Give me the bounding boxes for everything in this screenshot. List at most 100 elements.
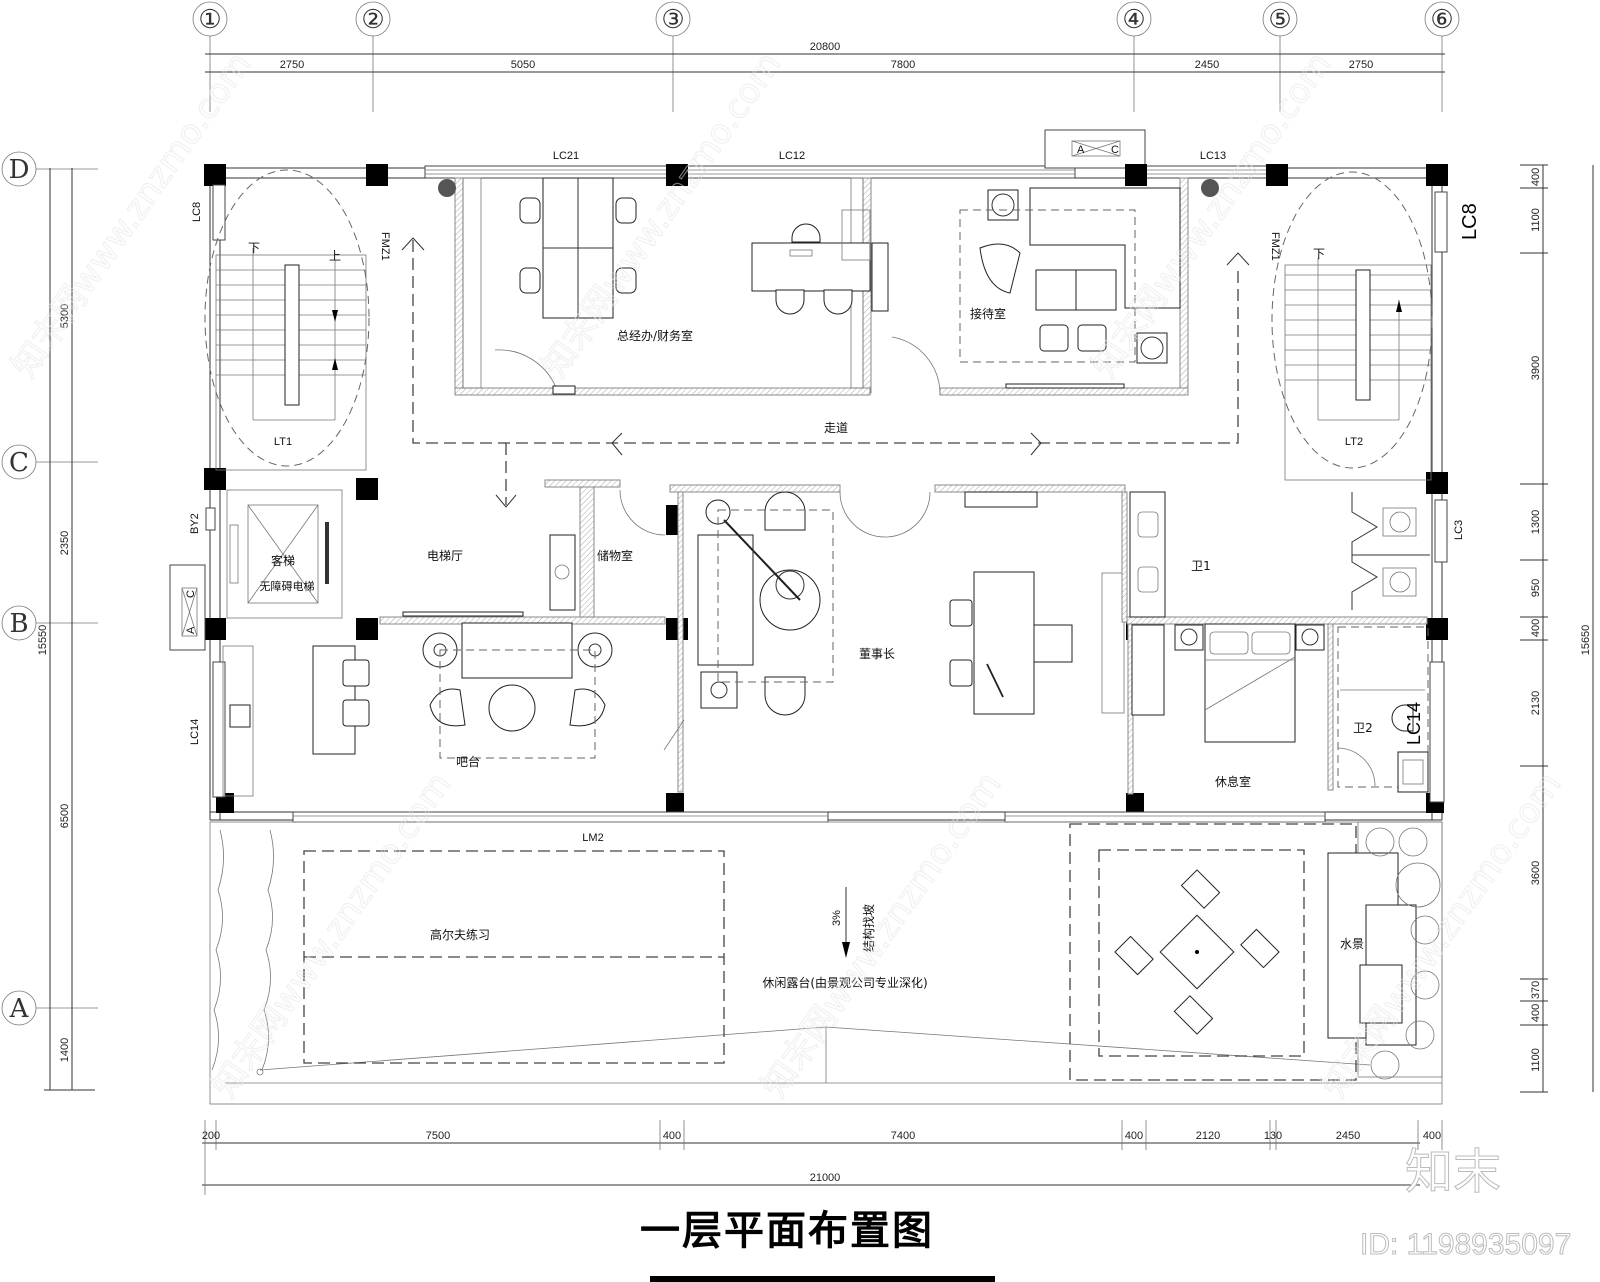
svg-text:①: ① bbox=[198, 5, 221, 35]
window-lc14-right bbox=[1429, 661, 1445, 803]
area-golf: 高尔夫练习 bbox=[303, 850, 725, 1064]
svg-text:400: 400 bbox=[1125, 1130, 1143, 1142]
svg-text:下: 下 bbox=[248, 241, 260, 255]
svg-text:1100: 1100 bbox=[1530, 1048, 1542, 1072]
svg-text:④: ④ bbox=[1122, 5, 1145, 35]
svg-text:休闲露台(由景观公司专业深化): 休闲露台(由景观公司专业深化) bbox=[762, 975, 927, 990]
axis-bubble-3: ③ bbox=[655, 1, 691, 112]
plant-icon bbox=[438, 179, 456, 197]
svg-text:5050: 5050 bbox=[511, 59, 535, 71]
svg-text:无障碍电梯: 无障碍电梯 bbox=[260, 579, 315, 593]
axis-bubble-6: ⑥ bbox=[1424, 1, 1460, 112]
svg-text:130: 130 bbox=[1264, 1130, 1282, 1142]
svg-text:LC8: LC8 bbox=[1459, 203, 1481, 240]
svg-text:LT1: LT1 bbox=[274, 436, 292, 448]
svg-text:总经办/财务室: 总经办/财务室 bbox=[617, 328, 693, 343]
svg-text:3900: 3900 bbox=[1530, 356, 1542, 380]
svg-text:卫1: 卫1 bbox=[1191, 559, 1211, 573]
svg-text:休息室: 休息室 bbox=[1215, 774, 1251, 789]
axis-bubble-b: B bbox=[1, 605, 98, 641]
svg-text:400: 400 bbox=[1423, 1130, 1441, 1142]
right-dimensions: 400 1100 3900 1300 950 400 2130 3600 370… bbox=[1520, 164, 1594, 1093]
svg-text:200: 200 bbox=[202, 1130, 220, 1142]
svg-text:5300: 5300 bbox=[59, 304, 71, 328]
svg-text:400: 400 bbox=[1530, 619, 1542, 637]
left-dimensions: 15550 5300 2350 6500 1400 bbox=[37, 168, 95, 1091]
ac-unit-top: A C bbox=[1044, 129, 1146, 169]
svg-text:21000: 21000 bbox=[810, 1172, 841, 1184]
svg-text:1100: 1100 bbox=[1530, 208, 1542, 232]
area-water-feature: 水景 bbox=[1327, 821, 1443, 1080]
svg-text:3%: 3% bbox=[831, 910, 843, 926]
room-wc2: 卫2 LC14 bbox=[1337, 626, 1429, 793]
room-elevator-hall: 客梯 无障碍电梯 电梯厅 储物室 bbox=[226, 479, 666, 625]
svg-text:3600: 3600 bbox=[1530, 861, 1542, 885]
window-lc8-right: LC8 bbox=[1434, 191, 1481, 253]
svg-text:7400: 7400 bbox=[891, 1130, 915, 1142]
room-reception: 接待室 bbox=[891, 177, 1189, 396]
svg-text:7800: 7800 bbox=[891, 59, 915, 71]
svg-text:D: D bbox=[9, 155, 30, 185]
svg-text:370: 370 bbox=[1530, 981, 1542, 999]
svg-text:LT2: LT2 bbox=[1345, 436, 1363, 448]
svg-text:15550: 15550 bbox=[37, 625, 49, 656]
drawing-title: 一层平面布置图 bbox=[640, 1208, 934, 1254]
svg-text:2350: 2350 bbox=[59, 531, 71, 555]
ac-unit-left: A C bbox=[169, 564, 206, 651]
svg-text:A: A bbox=[1077, 144, 1085, 156]
svg-text:FMZ1: FMZ1 bbox=[1269, 232, 1281, 261]
area-outdoor-dining bbox=[1069, 823, 1357, 1081]
svg-text:C: C bbox=[185, 590, 197, 598]
svg-text:BY2: BY2 bbox=[189, 513, 201, 534]
axis-bubble-c: C bbox=[1, 444, 98, 480]
svg-text:400: 400 bbox=[1530, 1004, 1542, 1022]
svg-text:A: A bbox=[185, 626, 197, 634]
svg-text:储物室: 储物室 bbox=[597, 548, 633, 563]
axis-bubble-4: ④ bbox=[1116, 1, 1152, 112]
svg-text:400: 400 bbox=[663, 1130, 681, 1142]
svg-text:LC12: LC12 bbox=[779, 150, 805, 162]
svg-text:水景: 水景 bbox=[1340, 937, 1364, 951]
svg-text:客梯: 客梯 bbox=[271, 553, 295, 568]
window-lc14-left: LC14 bbox=[189, 661, 226, 798]
svg-text:C: C bbox=[9, 448, 29, 478]
stair-lt1: 下 上 LT1 FMZ1 bbox=[204, 169, 391, 471]
svg-text:6500: 6500 bbox=[59, 804, 71, 828]
svg-text:C: C bbox=[1111, 144, 1119, 156]
stair-lt2: 下 LT2 FMZ1 bbox=[1269, 171, 1433, 481]
svg-text:2450: 2450 bbox=[1195, 59, 1219, 71]
room-bar: 吧台 bbox=[222, 622, 613, 797]
svg-text:2130: 2130 bbox=[1530, 691, 1542, 715]
svg-text:1300: 1300 bbox=[1530, 510, 1542, 534]
room-rest: 休息室 bbox=[1127, 623, 1334, 795]
svg-text:电梯厅: 电梯厅 bbox=[427, 549, 463, 563]
svg-text:LC8: LC8 bbox=[191, 202, 203, 222]
axis-bubble-d: D bbox=[1, 151, 98, 187]
room-chairman: 董事长 bbox=[663, 484, 1126, 793]
bottom-dimensions: 200 7500 400 7400 400 2120 130 2450 400 … bbox=[202, 1120, 1443, 1195]
plant-icon bbox=[1201, 179, 1219, 197]
window-lc8-left: LC8 bbox=[191, 184, 226, 241]
room-office: 总经办/财务室 bbox=[454, 177, 889, 396]
svg-text:15650: 15650 bbox=[1580, 625, 1592, 656]
executive-desk bbox=[751, 209, 889, 315]
svg-text:2750: 2750 bbox=[1349, 59, 1373, 71]
title-underline bbox=[650, 1276, 995, 1282]
axis-bubble-5: ⑤ bbox=[1262, 1, 1298, 112]
svg-text:LC21: LC21 bbox=[553, 150, 579, 162]
axis-bubble-2: ② bbox=[355, 1, 391, 112]
svg-text:⑤: ⑤ bbox=[1268, 5, 1291, 35]
svg-text:上: 上 bbox=[329, 249, 341, 263]
svg-text:B: B bbox=[9, 609, 28, 639]
svg-text:③: ③ bbox=[661, 5, 684, 35]
grid-axis-left: D C B A bbox=[1, 151, 98, 1026]
svg-text:高尔夫练习: 高尔夫练习 bbox=[430, 927, 490, 942]
svg-text:950: 950 bbox=[1530, 579, 1542, 597]
svg-text:FMZ1: FMZ1 bbox=[379, 232, 391, 261]
svg-text:20800: 20800 bbox=[810, 41, 841, 53]
corridor-path: 走道 bbox=[401, 237, 1250, 508]
svg-text:2450: 2450 bbox=[1336, 1130, 1360, 1142]
door-lm2: LM2 bbox=[292, 811, 1326, 844]
svg-text:2120: 2120 bbox=[1196, 1130, 1220, 1142]
grid-axis-top: ① ② ③ ④ ⑤ ⑥ bbox=[192, 1, 1460, 112]
